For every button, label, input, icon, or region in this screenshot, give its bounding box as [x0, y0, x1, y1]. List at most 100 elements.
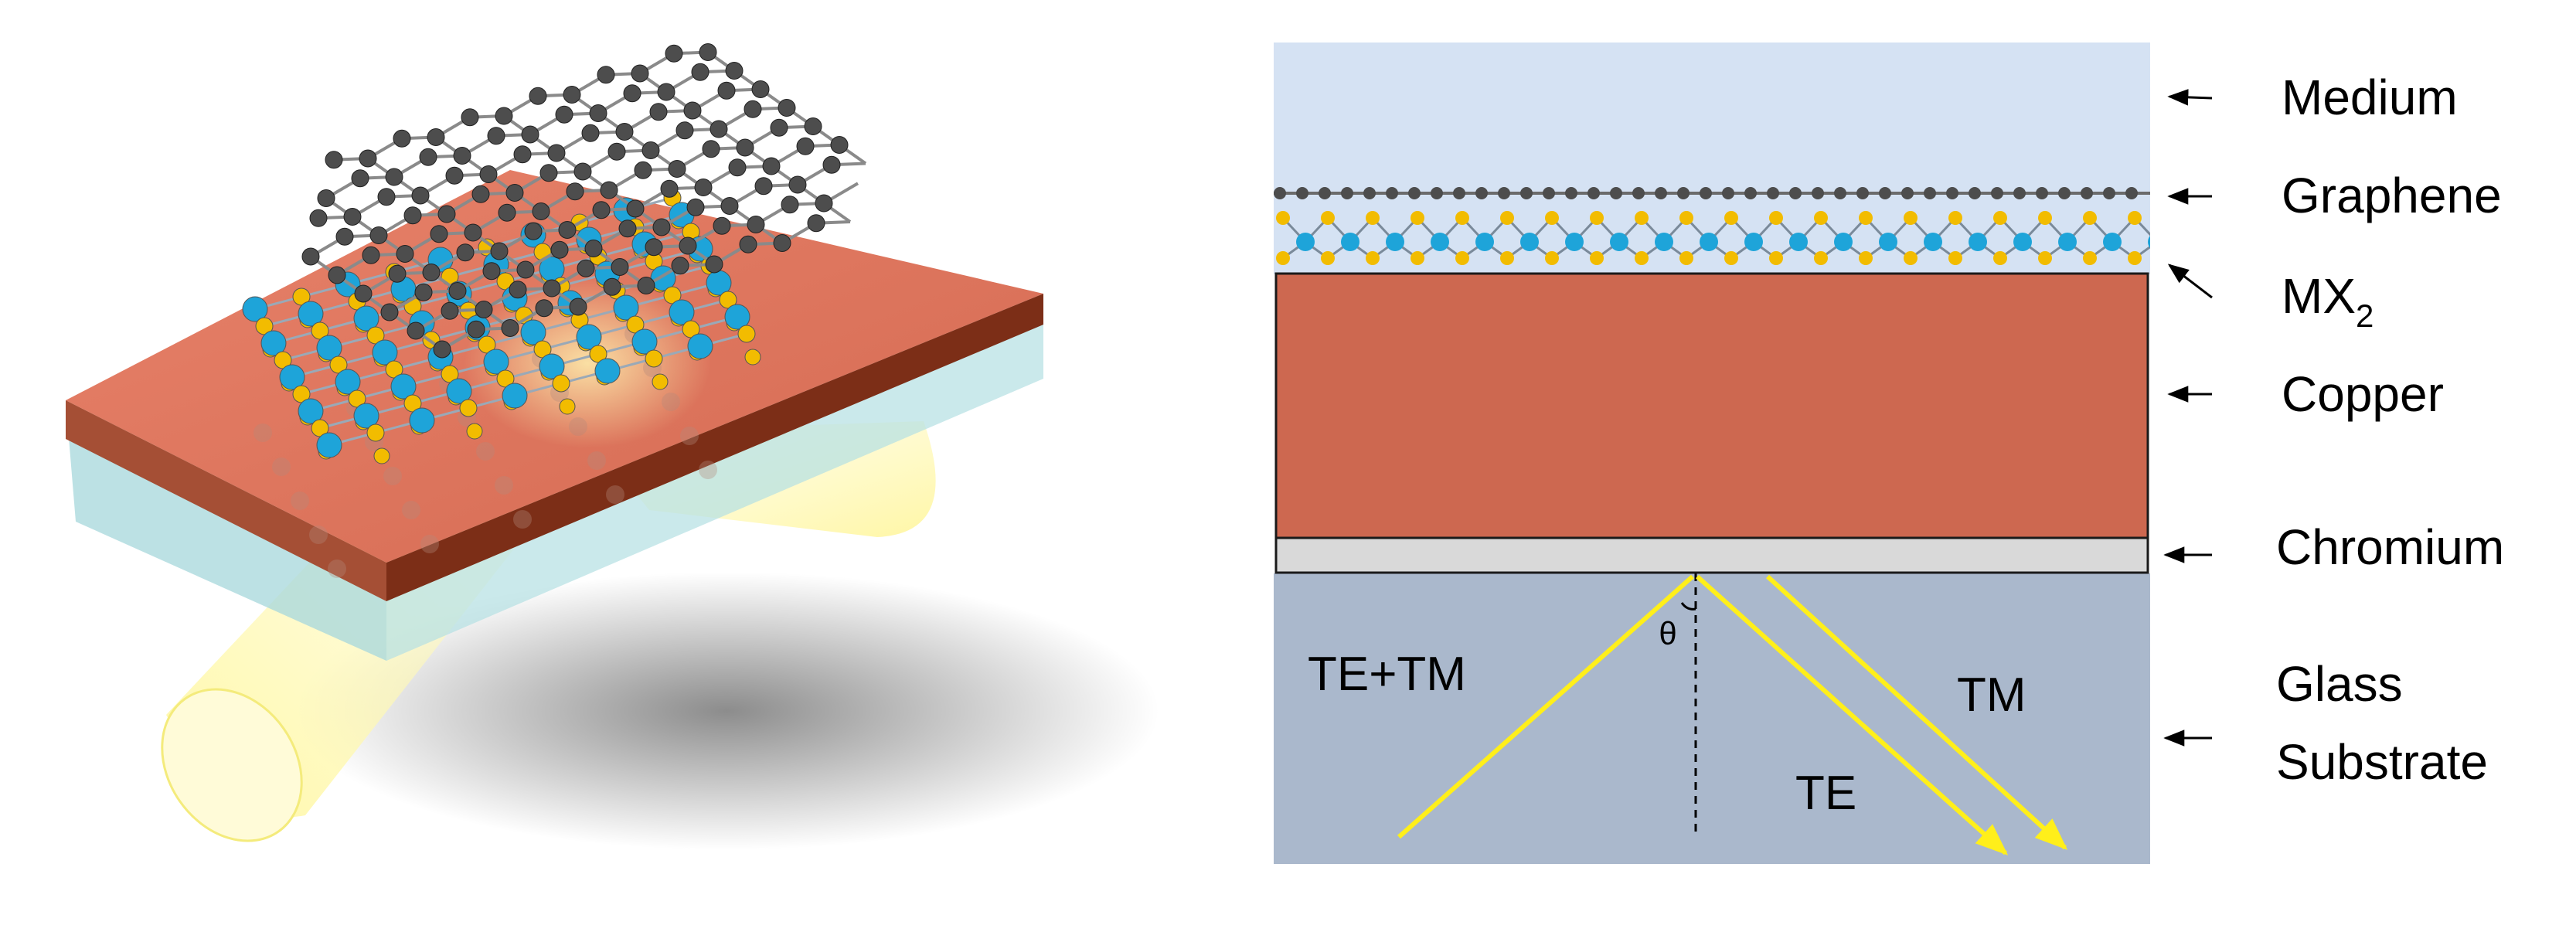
carbon-atom-3d [804, 117, 822, 135]
carbon-atom [1565, 187, 1577, 199]
metal-atom [1744, 233, 1763, 251]
carbon-atom-3d [453, 147, 471, 165]
carbon-atom-3d [710, 120, 728, 138]
carbon-atom [2058, 187, 2071, 199]
metal-atom [1610, 233, 1628, 251]
metal-atom-3d [520, 319, 546, 345]
carbon-atom-3d [577, 259, 595, 277]
mx2-arrow [2167, 264, 2213, 299]
carbon-atom-3d [668, 160, 686, 178]
mx2-label: MX2 [2282, 268, 2374, 334]
mx2-bond [2157, 242, 2180, 258]
chalcogen-atom-3d [552, 374, 570, 393]
carbon-atom-3d [713, 216, 731, 235]
lattice-reflection [309, 526, 328, 544]
carbon-atom [1722, 187, 1734, 199]
carbon-atom-3d [509, 281, 527, 299]
chalcogen-atom [1948, 211, 1962, 225]
chalcogen-atom [1814, 211, 1828, 225]
chalcogen-atom [1545, 211, 1559, 225]
reflected-beam-te [1695, 574, 2009, 855]
carbon-atom-3d [411, 186, 430, 205]
carbon-atom-3d [747, 216, 765, 233]
carbon-atom-3d [498, 203, 516, 222]
carbon-atom-3d [464, 223, 482, 242]
metal-atom [1341, 233, 1359, 251]
glass-label-line2: Substrate [2276, 734, 2488, 790]
metal-atom-3d [594, 358, 621, 384]
glass-label-line1: Glass [2276, 656, 2403, 712]
metal-atom-3d [409, 407, 435, 434]
carbon-atom-3d [603, 277, 621, 296]
chalcogen-atom [1276, 251, 1290, 265]
carbon-atom-3d [637, 277, 655, 294]
metal-atom [1924, 233, 1942, 251]
mx2-label-subscript: 2 [2356, 298, 2374, 334]
carbon-atom-3d [377, 188, 396, 206]
lattice-reflection [569, 417, 587, 436]
lattice-reflection [606, 485, 624, 504]
carbon-atom-3d [796, 137, 815, 155]
carbon-atom-3d [631, 64, 649, 83]
chalcogen-atom [1455, 251, 1469, 265]
carbon-atom-3d [754, 177, 773, 196]
carbon-atom [1431, 187, 1443, 199]
chalcogen-atom [1859, 251, 1873, 265]
lattice-reflection [402, 501, 420, 519]
metal-atom [1834, 233, 1853, 251]
carbon-atom [1543, 187, 1555, 199]
metal-atom-3d [316, 432, 342, 458]
chalcogen-atom [1904, 211, 1918, 225]
metal-atom-3d [669, 299, 695, 325]
carbon-atom-3d [505, 184, 524, 202]
chalcogen-atom [1500, 211, 1514, 225]
carbon-atom-3d [550, 240, 569, 259]
carbon-atom [1812, 187, 1824, 199]
mx2-bond [2157, 218, 2180, 242]
metal-atom-3d [576, 324, 602, 350]
tm-label: TM [1957, 668, 2026, 722]
carbon-atom [1498, 187, 1510, 199]
chalcogen-atom-3d [373, 447, 390, 464]
carbon-atom [1632, 187, 1645, 199]
carbon-atom-3d [563, 86, 581, 104]
carbon-atom-3d [645, 238, 663, 257]
carbon-atom-3d [744, 100, 762, 118]
metal-atom [1296, 233, 1315, 251]
chalcogen-atom [1366, 251, 1380, 265]
carbon-atom-3d [301, 247, 320, 266]
carbon-atom-3d [584, 240, 603, 257]
chalcogen-atom [1411, 211, 1424, 225]
carbon-atom [1587, 187, 1600, 199]
carbon-atom-3d [611, 258, 629, 276]
reflected-beam-tm [1765, 574, 2068, 850]
metal-atom-3d [335, 369, 361, 395]
incident-beam-end [161, 688, 303, 842]
chalcogen-atom [1590, 211, 1604, 225]
carbon-atom-3d [396, 245, 414, 263]
carbon-atom-3d [657, 83, 675, 101]
angle-theta: θ [1659, 615, 1676, 651]
metal-atom [2013, 233, 2032, 251]
lattice-reflection [699, 461, 717, 479]
metal-atom [1386, 233, 1404, 251]
chalcogen-atom-3d [366, 423, 385, 442]
carbon-atom-3d [555, 105, 573, 124]
chalcogen-atom [2128, 251, 2142, 265]
mx2-layer-row [1276, 211, 2180, 265]
medium-arrow [2167, 89, 2213, 106]
chalcogen-atom [2083, 251, 2097, 265]
carbon-atom-3d [445, 166, 464, 185]
carbon-atom-3d [388, 264, 407, 283]
metal-atom [1700, 233, 1718, 251]
carbon-atom-3d [547, 144, 566, 162]
carbon-atom-3d [815, 194, 833, 213]
metal-atom-3d [372, 339, 398, 366]
glass-slab-right [386, 308, 1043, 661]
carbon-atom-3d [773, 234, 791, 252]
carbon-atom-3d [524, 222, 543, 240]
carbon-atom-3d [623, 84, 641, 103]
carbon-atom [1834, 187, 1846, 199]
carbon-atom-3d [359, 149, 377, 168]
carbon-atom-3d [501, 319, 519, 337]
